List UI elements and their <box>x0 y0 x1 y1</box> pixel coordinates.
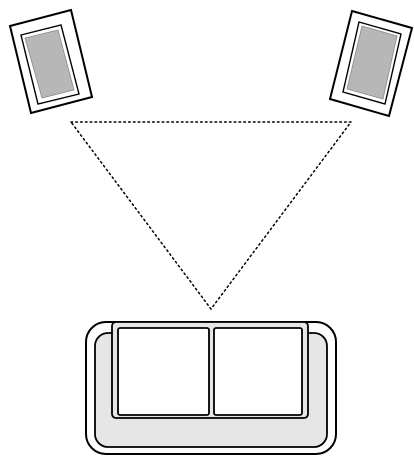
right-speaker-inner-outline <box>342 21 402 105</box>
right-seat-cushion <box>213 327 303 416</box>
left-speaker-icon <box>8 8 94 115</box>
right-speaker-cone <box>346 25 398 100</box>
couch-icon <box>85 321 337 455</box>
left-speaker-inner-outline <box>20 24 80 105</box>
listening-triangle <box>69 121 353 311</box>
left-seat-cushion <box>117 327 210 416</box>
right-speaker-icon <box>328 9 414 118</box>
left-speaker-cone <box>24 29 75 99</box>
